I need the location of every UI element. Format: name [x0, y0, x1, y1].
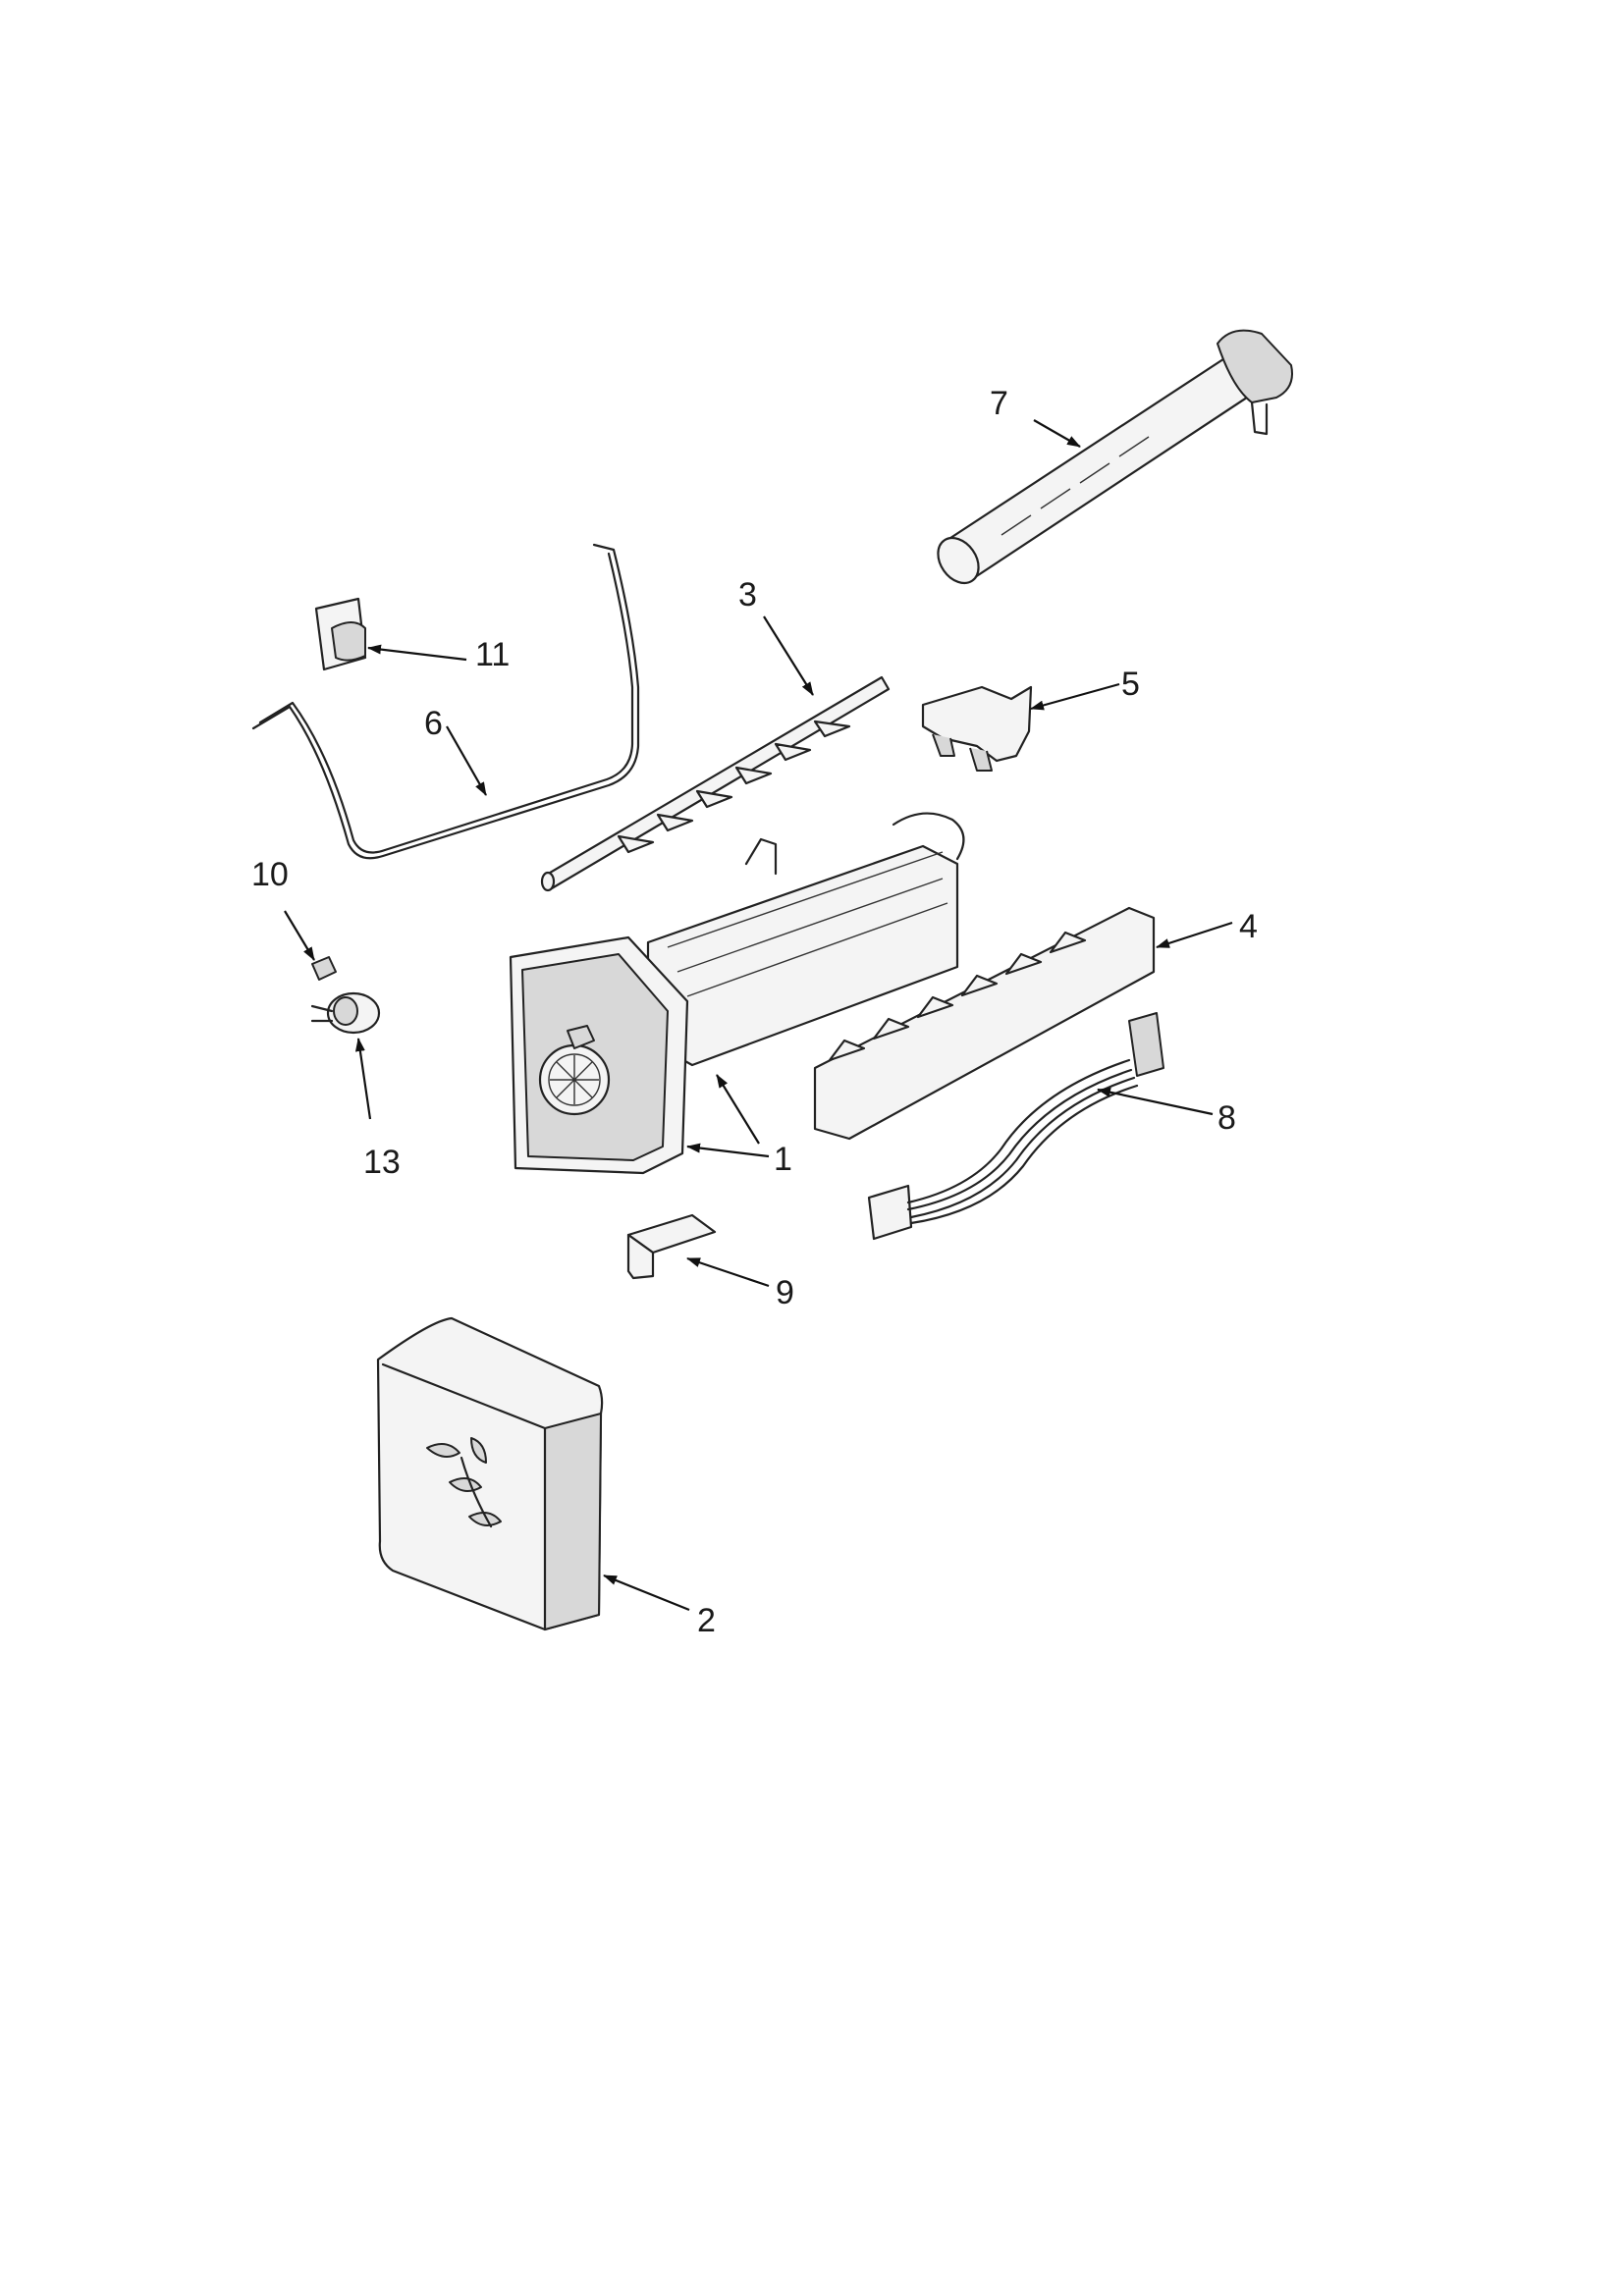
callout-8: 7 — [990, 385, 1008, 422]
callout-6: 6 — [424, 705, 443, 742]
part-11-wire-clip — [314, 597, 367, 671]
part-3-ejector-rake — [540, 675, 891, 892]
part-7-wire-harness — [867, 1012, 1164, 1241]
callout-10: 10 — [251, 856, 289, 893]
part-9-mounting-bracket — [626, 1213, 717, 1280]
part-6-feeler-arm-wire — [251, 543, 640, 860]
callout-4: 4 — [1239, 908, 1258, 945]
part-5-shutoff-lever — [921, 685, 1033, 772]
leader-arrows — [284, 419, 1233, 1612]
callout-7: 8 — [1217, 1099, 1236, 1137]
part-8-fill-tube — [937, 329, 1293, 585]
part-13-thermostat — [310, 991, 381, 1035]
part-10-clip — [311, 956, 337, 981]
callout-9: 9 — [776, 1274, 794, 1311]
callout-labels: 7 3 11 5 6 4 10 8 1 13 9 2 — [251, 385, 1258, 1639]
callout-11: 11 — [475, 636, 510, 673]
callout-2: 2 — [697, 1602, 716, 1639]
callout-5: 5 — [1121, 666, 1140, 703]
callout-13: 13 — [363, 1144, 401, 1181]
part-4-ice-stripper — [813, 906, 1156, 1141]
part-1-icemaker-assembly — [509, 812, 965, 1175]
callout-1: 1 — [774, 1141, 792, 1178]
part-2-front-cover — [376, 1316, 604, 1631]
callout-3: 3 — [738, 576, 757, 614]
